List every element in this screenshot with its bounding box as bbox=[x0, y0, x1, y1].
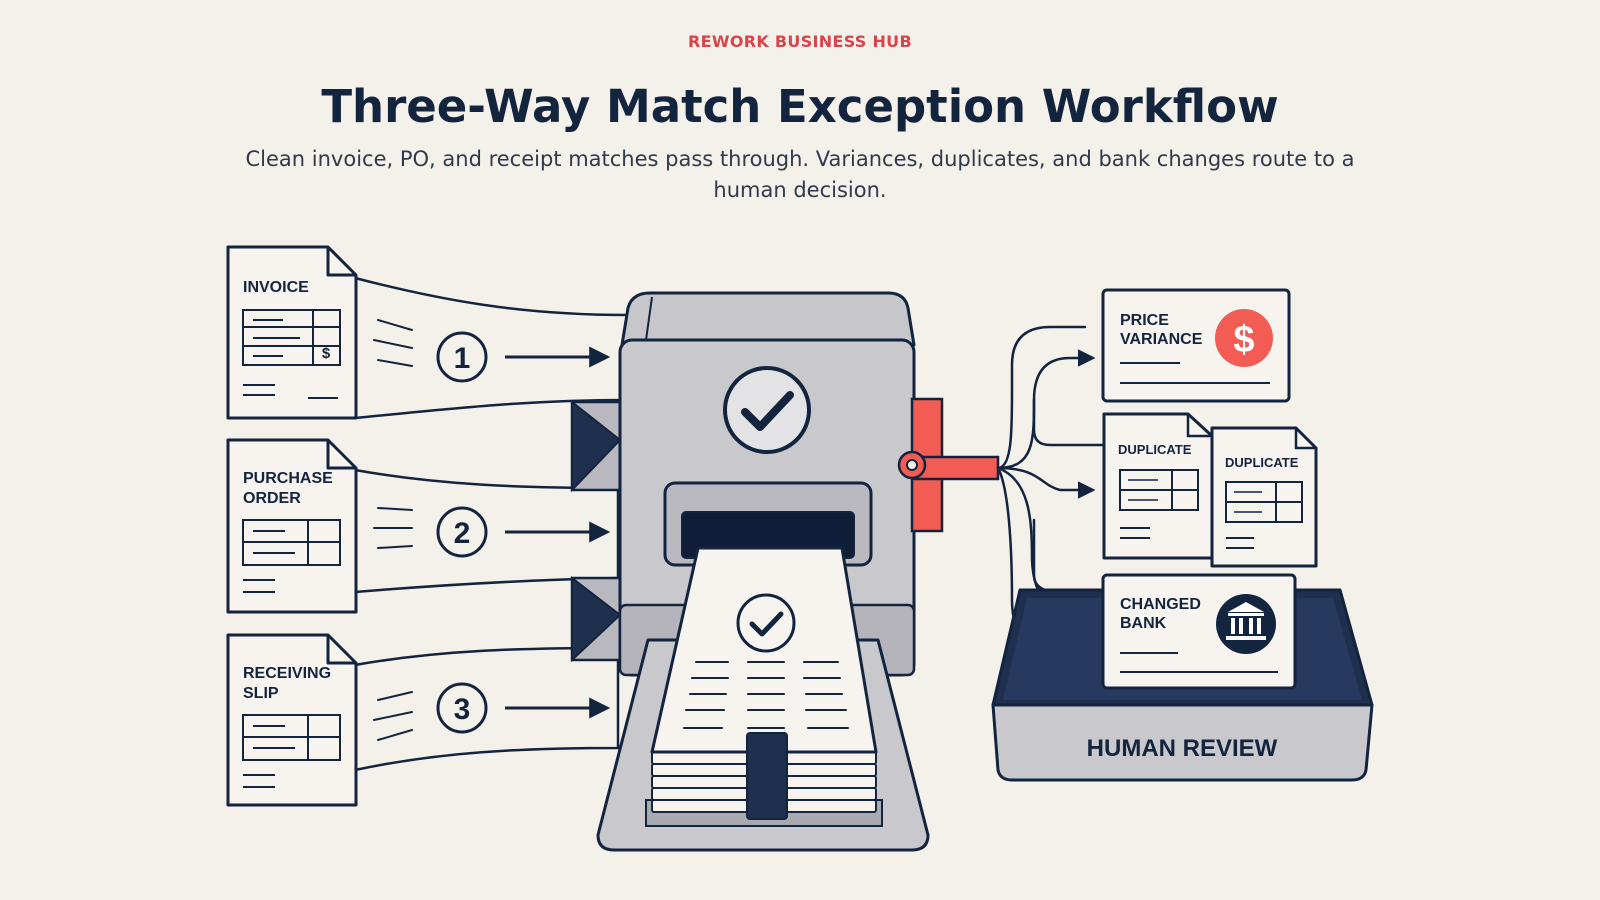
purchase-order-document: PURCHASE ORDER bbox=[226, 438, 358, 614]
invoice-dollar-icon: $ bbox=[322, 345, 331, 362]
page-title: Three-Way Match Exception Workflow bbox=[321, 80, 1279, 133]
price-variance-label-line1: PRICE bbox=[1120, 312, 1169, 329]
invoice-document: INVOICE $ bbox=[226, 245, 358, 420]
price-variance-label-line2: VARIANCE bbox=[1120, 331, 1203, 348]
receiving-slip-document: RECEIVING SLIP bbox=[226, 633, 358, 807]
human-review-label: HUMAN REVIEW bbox=[1087, 735, 1278, 762]
duplicate-b-label: DUPLICATE bbox=[1225, 455, 1299, 470]
bank-icon bbox=[1216, 594, 1276, 654]
passed-check-icon bbox=[736, 593, 796, 653]
duplicate-a-label: DUPLICATE bbox=[1118, 442, 1192, 457]
passed-output-tray bbox=[596, 546, 930, 852]
invoice-label: INVOICE bbox=[243, 279, 309, 296]
dollar-icon-glyph: $ bbox=[1233, 319, 1254, 361]
price-variance-card: PRICE VARIANCE $ bbox=[1101, 288, 1291, 403]
purchase-order-label-line2: ORDER bbox=[243, 490, 301, 507]
duplicate-card-a: DUPLICATE bbox=[1102, 412, 1214, 560]
brand-label: REWORK BUSINESS HUB bbox=[688, 32, 912, 51]
receiving-slip-label-line2: SLIP bbox=[243, 685, 279, 702]
feed-path-strokes bbox=[373, 319, 413, 741]
step-2: 2 bbox=[436, 506, 611, 558]
changed-bank-label-line1: CHANGED bbox=[1120, 596, 1201, 613]
step-3: 3 bbox=[436, 682, 611, 734]
dollar-icon bbox=[1215, 309, 1273, 367]
page-subtitle: Clean invoice, PO, and receipt matches p… bbox=[245, 147, 1355, 202]
duplicate-card-b: DUPLICATE bbox=[1210, 426, 1318, 568]
step-1-number: 1 bbox=[454, 342, 471, 375]
purchase-order-label-line1: PURCHASE bbox=[243, 470, 333, 487]
step-1: 1 bbox=[436, 331, 611, 383]
changed-bank-label-line2: BANK bbox=[1120, 615, 1167, 632]
changed-bank-card: CHANGED BANK bbox=[1101, 573, 1297, 690]
step-3-number: 3 bbox=[454, 693, 471, 726]
receiving-slip-label-line1: RECEIVING bbox=[243, 665, 331, 682]
step-2-number: 2 bbox=[454, 517, 471, 550]
machine-check-icon bbox=[723, 366, 811, 454]
